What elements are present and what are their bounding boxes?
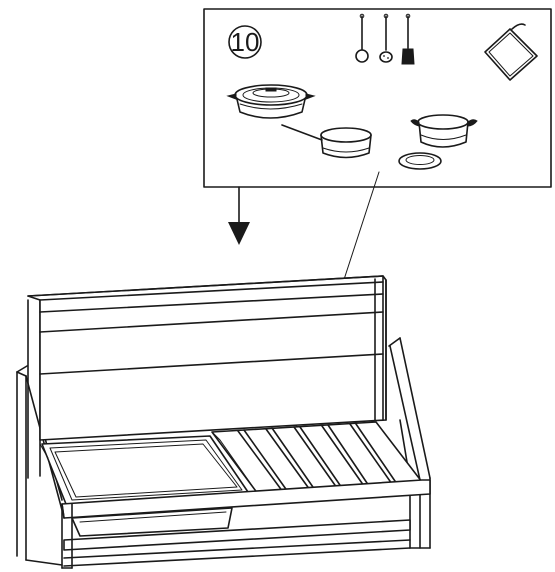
- skimmer-icon: [379, 13, 393, 63]
- slatted-seat: [211, 421, 423, 495]
- play-kitchen-bench: [16, 275, 431, 569]
- ladle-icon: [355, 13, 369, 63]
- front-legs: [61, 503, 73, 569]
- arrow-down-icon: [228, 186, 250, 245]
- stock-pot-icon: [410, 114, 478, 148]
- parts-inset: 10: [203, 8, 552, 188]
- step-number: 10: [231, 27, 260, 57]
- saucepan-icon: [281, 124, 372, 159]
- step-badge: 10: [228, 25, 262, 59]
- lower-shelf: [63, 519, 411, 567]
- spatula-icon: [401, 13, 415, 65]
- step-circle: [228, 25, 262, 59]
- inset-frame: [203, 8, 552, 188]
- pot-holder-icon: [484, 23, 538, 81]
- right-side-frame: [388, 337, 431, 549]
- plate-icon: [398, 152, 442, 170]
- wok-icon: [226, 84, 316, 119]
- storage-tub: [71, 507, 233, 537]
- sink-tray: [39, 435, 249, 505]
- back-panel: [27, 275, 387, 441]
